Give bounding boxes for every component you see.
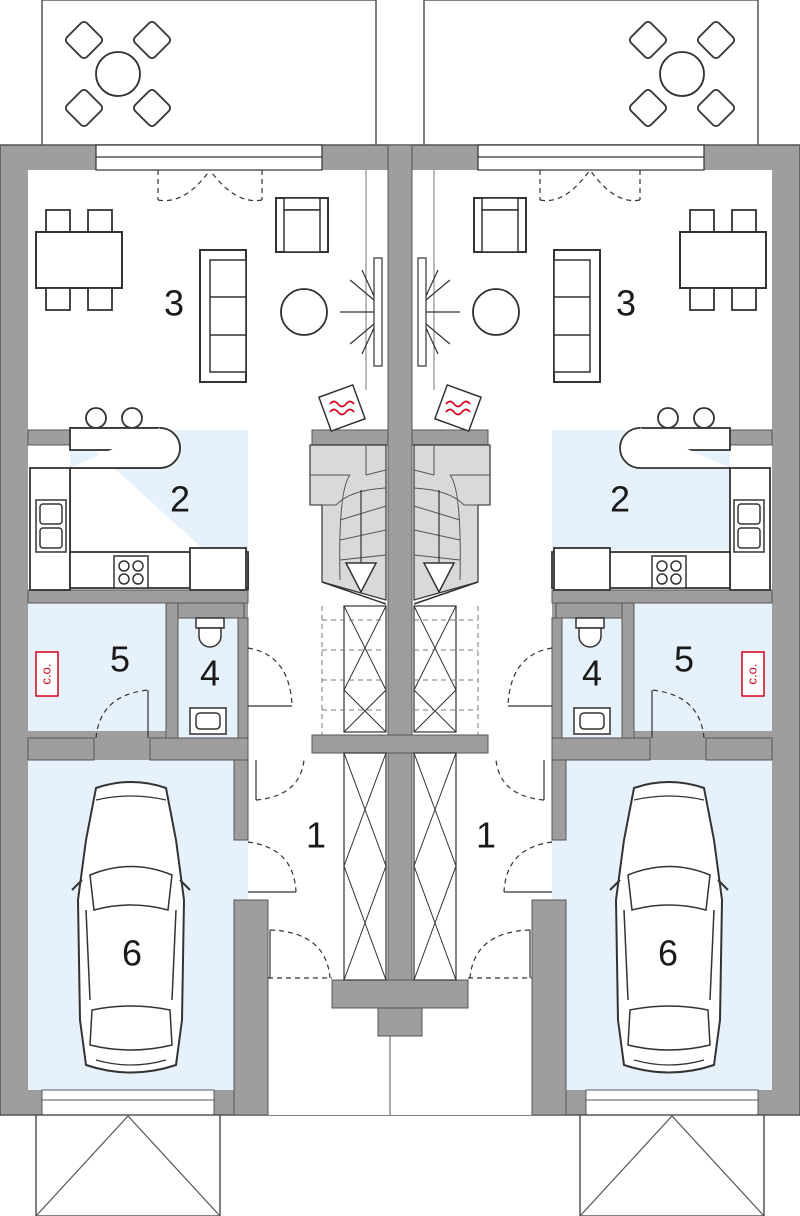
toilet-icon bbox=[195, 617, 605, 648]
room-label-boiler-right: 5 bbox=[674, 639, 694, 680]
doors bbox=[95, 647, 705, 979]
room-label-kitchen-left: 2 bbox=[170, 479, 190, 520]
car-icon bbox=[71, 781, 191, 1074]
coffee-table-icon bbox=[472, 288, 520, 336]
room-label-living-left: 3 bbox=[164, 283, 184, 324]
sink-icon bbox=[35, 499, 765, 553]
cooktop-icon bbox=[113, 555, 687, 589]
boiler-tag-right: c.o. bbox=[741, 651, 765, 697]
room-label-wc-right: 4 bbox=[582, 653, 602, 694]
terrace-left bbox=[41, 0, 377, 149]
room-labels: 3 2 5 4 1 6 3 2 5 4 1 6 bbox=[110, 283, 694, 974]
sofa-icon bbox=[553, 249, 601, 383]
washbasin-icon bbox=[189, 707, 611, 735]
interior-walls bbox=[27, 144, 773, 1116]
armchair-icon bbox=[473, 197, 527, 253]
terrace-right bbox=[423, 0, 759, 149]
room-label-garage-left: 6 bbox=[122, 933, 142, 974]
room-label-entrance-right: 1 bbox=[476, 815, 496, 856]
room-label-boiler-left: 5 bbox=[110, 639, 130, 680]
room-label-garage-right: 6 bbox=[658, 933, 678, 974]
car-icon bbox=[609, 781, 729, 1074]
boiler-tag-left: c.o. bbox=[35, 651, 59, 697]
room-label-wc-left: 4 bbox=[200, 653, 220, 694]
svg-text:c.o.: c.o. bbox=[38, 664, 53, 685]
fireplace-icon bbox=[340, 257, 460, 367]
room-label-living-right: 3 bbox=[616, 283, 636, 324]
coffee-table-icon bbox=[280, 288, 328, 336]
terrace-doors bbox=[95, 144, 705, 202]
garage-doors bbox=[41, 1089, 759, 1116]
armchair-icon bbox=[275, 197, 329, 253]
svg-text:c.o.: c.o. bbox=[744, 664, 759, 685]
sofa-icon bbox=[199, 249, 247, 383]
driveways bbox=[35, 1114, 765, 1216]
room-label-entrance-left: 1 bbox=[306, 815, 326, 856]
kitchen-counter bbox=[29, 407, 771, 591]
stairs bbox=[309, 444, 491, 981]
room-label-kitchen-right: 2 bbox=[610, 479, 630, 520]
heater-icon bbox=[317, 383, 483, 433]
